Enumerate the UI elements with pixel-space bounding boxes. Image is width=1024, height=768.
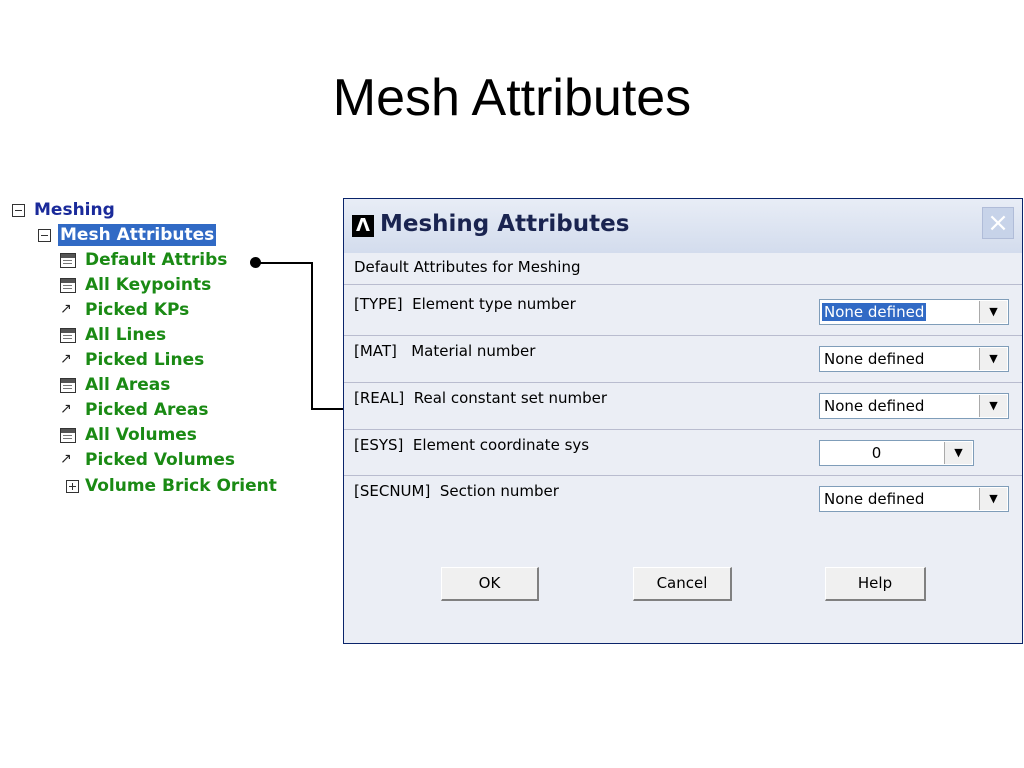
collapse-icon[interactable] [12,204,25,217]
divider [344,335,1022,336]
tree-label: All Keypoints [85,275,212,295]
table-icon [60,253,76,268]
divider [344,475,1022,476]
tree-item-meshing[interactable]: Meshing [10,199,115,221]
type-label: [TYPE] Element type number [354,295,576,313]
ok-button[interactable]: OK [441,567,539,601]
tree-label: Default Attribs [85,250,228,270]
tree-label-meshing: Meshing [34,200,115,220]
dialog-body: Default Attributes for Meshing [TYPE] El… [344,253,1022,643]
row-real: [REAL] Real constant set number None def… [344,389,1022,435]
tree-label: Volume Brick Orient [85,476,277,496]
close-button[interactable]: × [982,207,1014,239]
expand-icon[interactable] [66,480,79,493]
meshing-attributes-dialog: Λ Meshing Attributes × Default Attribute… [343,198,1023,644]
row-secnum: [SECNUM] Section number None defined ▼ [344,482,1022,528]
tree-label: Picked Volumes [85,450,236,470]
divider [344,284,1022,285]
slide-title: Mesh Attributes [332,69,692,127]
tree-item-picked-areas[interactable]: ↗ Picked Areas [60,399,209,421]
tree-item-all-lines[interactable]: All Lines [60,324,166,346]
mat-label: [MAT] Material number [354,342,536,360]
dropdown-arrow-icon[interactable]: ▼ [979,395,1007,417]
element-coord-sys-select[interactable]: 0 ▼ [819,440,974,466]
divider [344,429,1022,430]
tree-item-volume-brick-orient[interactable]: Volume Brick Orient [62,475,277,497]
tree-item-all-areas[interactable]: All Areas [60,374,170,396]
table-icon [60,378,76,393]
table-icon [60,278,76,293]
row-mat: [MAT] Material number None defined ▼ [344,342,1022,388]
select-value: None defined [822,303,927,321]
select-value: 0 [871,444,882,462]
real-constant-select[interactable]: None defined ▼ [819,393,1009,419]
secnum-label: [SECNUM] Section number [354,482,559,500]
section-number-select[interactable]: None defined ▼ [819,486,1009,512]
tree-label: Picked Areas [85,400,209,420]
select-value: None defined [824,350,925,368]
connector-dot [250,257,261,268]
row-type: [TYPE] Element type number None defined … [344,295,1022,341]
pick-arrow-icon: ↗ [60,301,72,317]
tree-label: All Volumes [85,425,197,445]
tree-label: All Areas [85,375,171,395]
tree-item-picked-volumes[interactable]: ↗ Picked Volumes [60,449,235,471]
tree-label: All Lines [85,325,167,345]
ansys-logo-icon: Λ [352,215,374,237]
tree-item-all-keypoints[interactable]: All Keypoints [60,274,211,296]
element-type-select[interactable]: None defined ▼ [819,299,1009,325]
table-icon [60,328,76,343]
material-number-select[interactable]: None defined ▼ [819,346,1009,372]
dropdown-arrow-icon[interactable]: ▼ [944,442,972,464]
tree-label: Picked Lines [85,350,205,370]
tree-item-all-volumes[interactable]: All Volumes [60,424,197,446]
select-value: None defined [824,490,925,508]
real-label: [REAL] Real constant set number [354,389,608,407]
divider [344,382,1022,383]
collapse-icon[interactable] [38,229,51,242]
pick-arrow-icon: ↗ [60,401,72,417]
connector-line [311,262,313,410]
cancel-button[interactable]: Cancel [633,567,732,601]
connector-line [258,262,313,264]
dialog-title: Meshing Attributes [380,211,630,237]
table-icon [60,428,76,443]
pick-arrow-icon: ↗ [60,451,72,467]
tree-item-default-attribs[interactable]: Default Attribs [60,249,227,271]
tree-label-mesh-attributes: Mesh Attributes [58,224,217,246]
row-esys: [ESYS] Element coordinate sys 0 ▼ [344,436,1022,482]
tree-item-picked-kps[interactable]: ↗ Picked KPs [60,299,189,321]
tree-item-picked-lines[interactable]: ↗ Picked Lines [60,349,204,371]
section-label: Default Attributes for Meshing [354,258,581,276]
select-value: None defined [824,397,925,415]
dropdown-arrow-icon[interactable]: ▼ [979,488,1007,510]
tree-item-mesh-attributes[interactable]: Mesh Attributes [38,224,217,246]
pick-arrow-icon: ↗ [60,351,72,367]
esys-label: [ESYS] Element coordinate sys [354,436,590,454]
connector-line [311,408,345,410]
dropdown-arrow-icon[interactable]: ▼ [979,301,1007,323]
dialog-titlebar[interactable]: Λ Meshing Attributes × [344,199,1022,253]
dropdown-arrow-icon[interactable]: ▼ [979,348,1007,370]
tree-label: Picked KPs [85,300,190,320]
help-button[interactable]: Help [825,567,926,601]
